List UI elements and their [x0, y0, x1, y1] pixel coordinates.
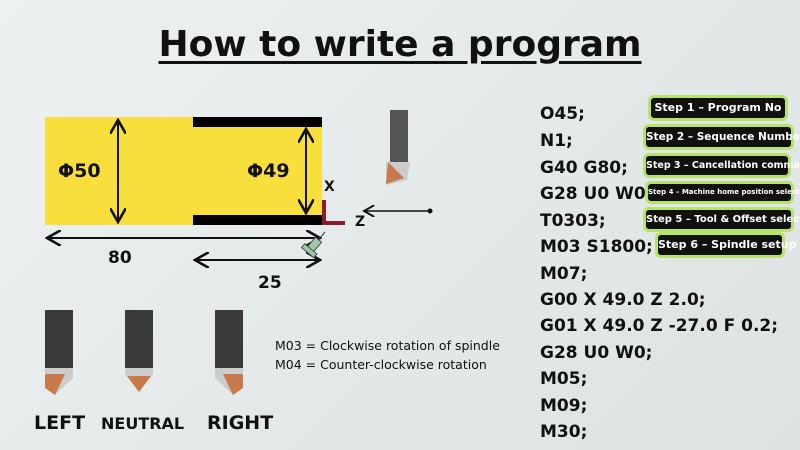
- code-line: G28 U0 W0;: [540, 184, 653, 204]
- note-m04: M04 = Counter-clockwise rotation: [275, 357, 487, 372]
- tool-left-label: LEFT: [34, 412, 86, 434]
- step-3-badge: Step 3 – Cancellation command: [643, 153, 800, 178]
- tool-neutral-label: NEUTRAL: [101, 414, 185, 433]
- tool-right-icon: [215, 310, 243, 395]
- tool-neutral-icon: [125, 310, 153, 392]
- code-line: G01 X 49.0 Z -27.0 F 0.2;: [540, 316, 779, 336]
- code-line: M07;: [540, 264, 588, 284]
- axis-origin-marker: [322, 200, 345, 225]
- step-4-badge: Step 4 – Machine home position selection: [645, 181, 800, 204]
- step-1-badge: Step 1 – Program No: [648, 95, 788, 121]
- step-5-badge: Step 5 – Tool & Offset selection: [643, 207, 800, 232]
- tool-right-label: RIGHT: [207, 412, 274, 434]
- code-line: G40 G80;: [540, 158, 628, 178]
- code-line: G28 U0 W0;: [540, 343, 653, 363]
- cut-bar-top: [193, 117, 322, 127]
- code-line: O45;: [540, 104, 585, 124]
- length-80-label: 80: [108, 248, 132, 268]
- axis-x-label: X: [324, 179, 335, 195]
- code-line: M05;: [540, 369, 588, 389]
- code-line: N1;: [540, 131, 573, 151]
- code-line: M09;: [540, 396, 588, 416]
- probe-icon: [300, 231, 326, 259]
- tool-icon-top: [386, 110, 410, 185]
- dia-49-label: Φ49: [247, 160, 290, 182]
- page-title: How to write a program: [158, 24, 642, 65]
- note-m03: M03 = Clockwise rotation of spindle: [275, 338, 500, 353]
- code-line: G00 X 49.0 Z 2.0;: [540, 290, 706, 310]
- axis-z-label: Z: [355, 214, 366, 230]
- code-line: T0303;: [540, 211, 606, 231]
- step-2-badge: Step 2 – Sequence Number: [643, 124, 800, 150]
- step-6-badge: Step 6 – Spindle setup: [655, 232, 796, 258]
- cut-bar-bottom: [193, 215, 322, 225]
- dia-50-label: Φ50: [58, 160, 101, 182]
- code-line: M03 S1800;: [540, 237, 653, 257]
- code-line: M30;: [540, 422, 588, 442]
- tool-left-icon: [45, 310, 73, 395]
- length-25-label: 25: [258, 273, 282, 293]
- workpiece: [45, 117, 322, 225]
